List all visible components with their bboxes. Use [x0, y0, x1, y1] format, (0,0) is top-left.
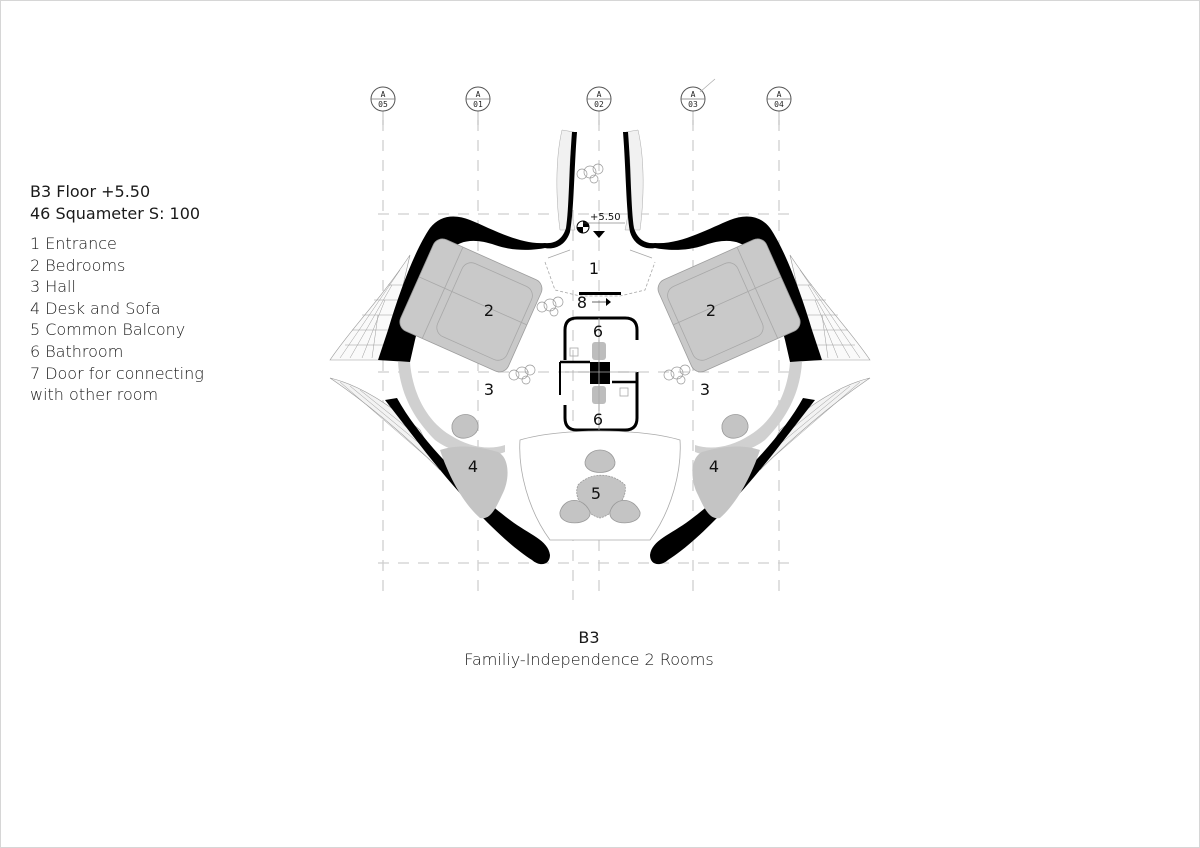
svg-text:A: A [476, 90, 481, 99]
entrance-area: 1 +5.50 [544, 212, 656, 297]
axis-bubble-a04: A 04 [766, 86, 792, 125]
room-label-bath-top: 6 [593, 322, 603, 341]
unit-description: Familiy-Independence 2 Rooms [464, 650, 714, 669]
axis-bubble-a05: A 05 [370, 86, 396, 125]
svg-text:A: A [691, 90, 696, 99]
svg-text:04: 04 [774, 100, 784, 109]
axis-bubble-a03: A 03 [680, 78, 716, 125]
axis-bubble-a01: A 01 [465, 86, 491, 125]
room-label-bedroom-left: 2 [484, 301, 494, 320]
level-arrow-icon [593, 231, 605, 238]
room-label-bath-bottom: 6 [593, 410, 603, 429]
svg-text:4: 4 [468, 457, 478, 476]
unit-code: B3 [578, 628, 600, 647]
svg-text:05: 05 [378, 100, 388, 109]
svg-text:01: 01 [473, 100, 483, 109]
level-marker: +5.50 [576, 212, 625, 238]
svg-text:5: 5 [591, 484, 601, 503]
room-label-bedroom-right: 2 [706, 301, 716, 320]
svg-text:02: 02 [594, 100, 604, 109]
bedroom-right: 2 [657, 238, 801, 373]
desk-sofa-left: 4 [440, 414, 508, 519]
entrance-door-threshold [579, 292, 621, 295]
svg-text:4: 4 [709, 457, 719, 476]
room-label-door: 8 [577, 293, 587, 312]
arrow-right-icon [606, 298, 611, 306]
svg-text:+5.50: +5.50 [590, 212, 621, 223]
legend-item: with other room [30, 385, 159, 405]
plan-caption: B3 Familiy-Independence 2 Rooms [0, 627, 1178, 671]
plant-icons [508, 163, 691, 385]
shaft-block [590, 362, 610, 384]
floor-title: B3 Floor +5.50 [30, 182, 151, 201]
svg-text:A: A [777, 90, 782, 99]
room-label-entrance: 1 [589, 259, 599, 278]
desk-sofa-right: 4 [692, 414, 760, 519]
axis-markers: A 05 A 01 A 02 A 03 A [370, 78, 792, 125]
axis-bubble-a02: A 02 [586, 86, 612, 125]
bathroom-pod: 6 6 [559, 316, 639, 432]
common-balcony: 5 [519, 430, 681, 541]
area-scale: 46 Squameter S: 100 [30, 204, 201, 223]
svg-text:A: A [597, 90, 602, 99]
exterior-walls [378, 132, 822, 565]
room-label-hall-right: 3 [700, 380, 710, 399]
room-label-hall-left: 3 [484, 380, 494, 399]
connecting-door: 8 [577, 293, 611, 312]
svg-text:A: A [381, 90, 386, 99]
bedroom-left: 2 [399, 238, 543, 373]
interior-curved-walls [398, 362, 802, 456]
svg-text:03: 03 [688, 100, 698, 109]
